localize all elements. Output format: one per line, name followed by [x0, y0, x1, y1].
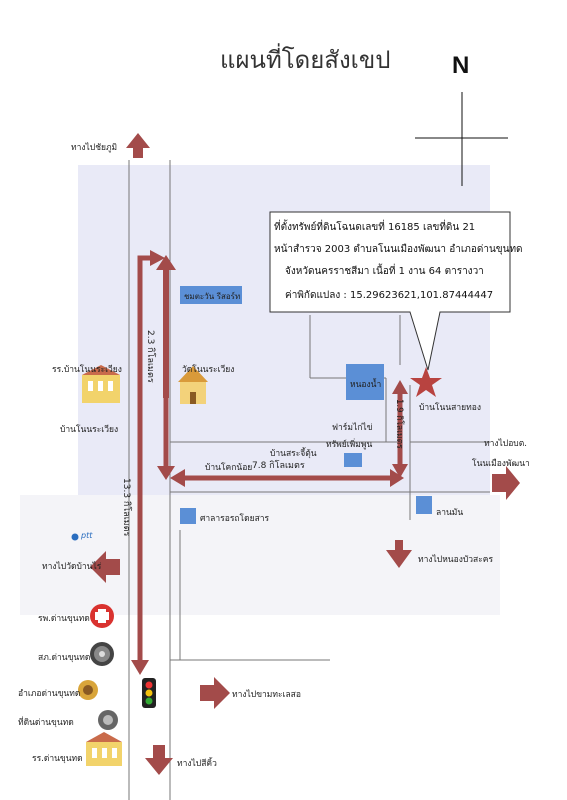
school-icon [82, 365, 120, 403]
marker-sala [180, 508, 196, 524]
label-to-chaiyaphum: ทางไปชัยภูมิ [71, 143, 118, 153]
marker-chom-tawan [180, 286, 242, 304]
label-to-nong-bua-sakhon: ทางไปหนองบัวสะคร [418, 555, 494, 565]
callout-line-2: หน้าสำรวจ 2003 ตำบลโนนเมืองพัฒนา อำเภอด่… [274, 244, 523, 255]
label-to-obt-2: โนนเมืองพัฒนา [472, 459, 530, 469]
label-to-obt-1: ทางไปอบต. [484, 439, 527, 449]
label-ban-non-rawiang: บ้านโนนระเวียง [60, 425, 119, 435]
label-chom-tawan: ชมตะวัน รีสอร์ท [184, 292, 241, 301]
label-hospital: รพ.ด่านขุนทด [38, 614, 90, 624]
arrow-vertical-2-3 [156, 255, 176, 398]
label-to-wat-ban-rai: ทางไปวัดบ้านไร่ [42, 562, 102, 572]
callout-line-3: จังหวัดนครราชสีมา เนื้อที่ 1 งาน 64 ตารา… [285, 266, 484, 277]
label-farm-2: ทรัพย์เพิ่มพูน [326, 440, 373, 450]
arrow-to-wat-ban-rai [90, 551, 120, 583]
traffic-light-icon [142, 678, 156, 708]
school-icon [86, 732, 122, 766]
police-icon [90, 642, 114, 666]
label-lan-man: ลานมัน [436, 508, 464, 518]
label-ban-sa-chorakhe: บ้านสระจี้ตุ้น [270, 449, 317, 459]
arrow-to-nong-bua-sakhon [386, 540, 412, 568]
label-ban-khok-noi: บ้านโคกน้อย [205, 463, 253, 473]
ptt-logo-icon [71, 533, 79, 541]
arrow-chaiyaphum [126, 133, 150, 158]
label-ban-non-sai-thong: บ้านโนนสายทอง [419, 403, 481, 413]
arrow-7-8 [170, 469, 404, 487]
temple-icon [178, 366, 208, 404]
callout-line-1: ที่ตั้งทรัพย์ที่ดินโฉนดเลขที่ 16185 เลขท… [274, 222, 476, 233]
north-label: N [452, 52, 470, 79]
distance-1-9: 1.9 กิโลเมตร [394, 399, 404, 449]
property-star-icon [410, 367, 442, 397]
marker-farm [344, 453, 362, 467]
label-land-office: ที่ดินด่านขุนทด [18, 718, 74, 728]
hospital-icon [90, 604, 114, 628]
arrow-khok-noi-down [157, 398, 175, 480]
arrow-to-sikhio [145, 745, 173, 775]
label-school-dan-khun-thot: รร.ด่านขุนทด [32, 754, 83, 764]
page-title: แผนที่โดยสังเขป [220, 46, 391, 74]
label-to-kham-thale-so: ทางไปขามทะเลสอ [232, 690, 301, 700]
marker-lan-man [416, 496, 432, 514]
distance-7-8: 7.8 กิโลเมตร [252, 461, 305, 471]
label-wat-non-rawiang: วัดโนนระเวียง [182, 365, 235, 375]
label-ptt: ptt [81, 531, 93, 540]
label-police: สภ.ด่านขุนทด [38, 653, 91, 663]
label-nong-nam: หนองน้ำ [350, 380, 382, 390]
distance-2-3: 2.3 กิโลเมตร [145, 330, 155, 383]
distance-13-3: 13.3 กิโลเมตร [121, 478, 131, 537]
label-farm-1: ฟาร์มไก่ไข่ [332, 423, 373, 433]
marker-nong-nam [346, 364, 384, 400]
arrow-vertical-13-3 [131, 250, 165, 675]
label-school-non-rawiang: รร.บ้านโนนระเวียง [52, 365, 122, 375]
label-to-sikhio: ทางไปสีคิ้ว [177, 759, 217, 769]
background-doc-area [20, 495, 500, 615]
arrow-1-9 [392, 380, 408, 478]
district-office-icon [78, 680, 98, 700]
land-office-icon [98, 710, 118, 730]
arrow-to-kham-thale-so [200, 677, 230, 709]
property-callout [269, 211, 511, 371]
arrow-to-obt [492, 466, 520, 500]
label-sala: ศาลารอรถโดยสาร [200, 514, 270, 524]
label-district-office: อำเภอด่านขุนทด [18, 689, 81, 699]
callout-line-4: ค่าพิกัดแปลง : 15.29623621,101.87444447 [285, 290, 494, 301]
